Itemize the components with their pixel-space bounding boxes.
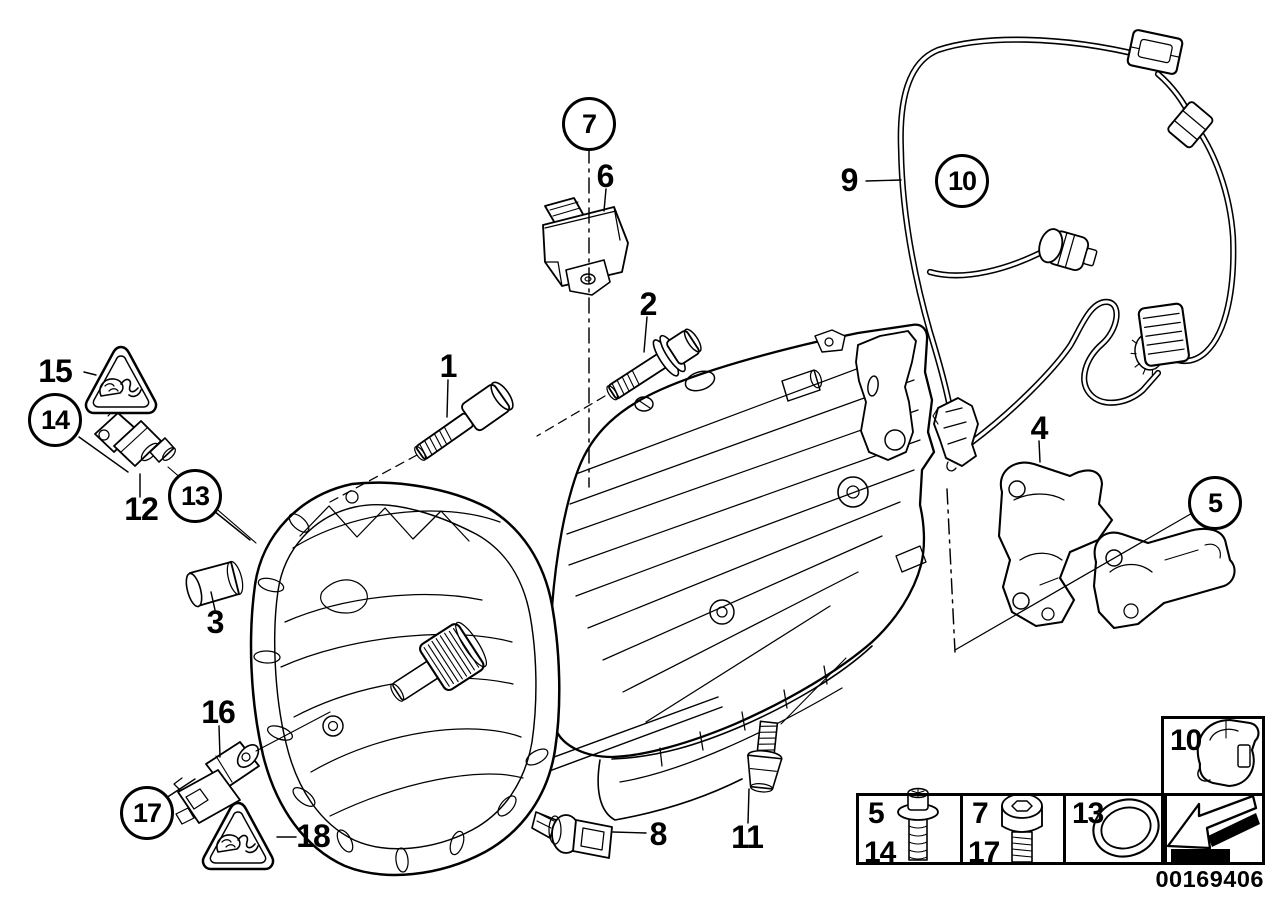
part-3-dowel-drawing	[185, 560, 244, 608]
legend-cell-oring-13[interactable]: 13	[1063, 793, 1167, 865]
warning-triangle-18-icon	[201, 801, 275, 871]
callout-label: 17	[132, 797, 162, 828]
harness-connector-top	[1126, 29, 1184, 75]
legend-box-clip[interactable]: 10	[1161, 716, 1265, 796]
callout-label: 15	[38, 353, 73, 389]
callout-2[interactable]: 2	[639, 286, 658, 322]
legend-cell-screws-7-17[interactable]: 7 17	[960, 793, 1066, 869]
callout-7[interactable]: 7	[562, 97, 616, 151]
callout-label: 10	[947, 165, 977, 196]
callout-label: 16	[201, 694, 236, 730]
harness-connector-bottom	[932, 397, 979, 472]
callout-12[interactable]: 12	[124, 491, 159, 527]
legend-label: 14	[864, 836, 896, 869]
wiring-harness-drawing	[897, 29, 1237, 472]
direction-arrow-icon	[1166, 794, 1260, 862]
callout-label: 6	[596, 158, 615, 194]
harness-connector-ribbed	[1130, 302, 1190, 376]
warning-triangle-15-icon	[84, 345, 158, 415]
part-8-temp-sensor-drawing	[531, 811, 613, 859]
part-1-bolt-drawing	[414, 381, 514, 461]
callout-6[interactable]: 6	[596, 158, 615, 194]
callout-18[interactable]: 18	[296, 818, 331, 854]
callout-17[interactable]: 17	[120, 786, 174, 840]
legend-label: 7	[972, 797, 989, 830]
part-4-bracket-drawing	[997, 461, 1114, 628]
legend-label: 5	[868, 797, 885, 830]
callout-label: 8	[649, 816, 668, 852]
callout-label: 7	[581, 108, 597, 139]
part-5-bracket-drawing	[1092, 527, 1236, 630]
o-ring-icon	[1092, 798, 1160, 858]
callout-label: 9	[840, 162, 859, 198]
callout-label: 4	[1030, 410, 1049, 446]
part-6-sensor-drawing	[542, 197, 629, 296]
callout-label: 1	[439, 348, 458, 384]
callout-5[interactable]: 5	[1188, 476, 1242, 530]
legend-label: 13	[1072, 797, 1104, 830]
part-12-speed-sensor-drawing	[94, 409, 176, 467]
callout-label: 14	[40, 404, 70, 435]
callout-label: 18	[296, 818, 331, 854]
part-2-bolt-drawing	[606, 328, 702, 401]
leader-lines	[78, 147, 1195, 838]
part-11-switch-drawing	[747, 720, 783, 793]
gear-case-drawing	[497, 323, 936, 821]
part-16-position-sensor-drawing	[173, 741, 260, 825]
legend-label: 17	[968, 836, 1000, 869]
callout-label: 2	[639, 286, 658, 322]
legend-cell-direction-arrow	[1161, 793, 1265, 865]
callout-4[interactable]: 4	[1030, 410, 1049, 446]
callout-16[interactable]: 16	[201, 694, 236, 730]
legend-cell-screws-5-14[interactable]: 5 14	[856, 793, 963, 869]
callout-label: 3	[206, 604, 225, 640]
callout-15[interactable]: 15	[38, 353, 73, 389]
socket-head-screw-icon	[1001, 793, 1043, 863]
callout-label: 12	[124, 491, 159, 527]
image-number: 00169406	[1155, 866, 1264, 892]
callout-9[interactable]: 9	[840, 162, 859, 198]
legend-label: 10	[1170, 724, 1202, 757]
input-shaft-drawing	[390, 621, 488, 702]
callout-8[interactable]: 8	[649, 816, 668, 852]
harness-connector-round	[1038, 228, 1098, 272]
callout-label: 13	[180, 480, 210, 511]
callout-3[interactable]: 3	[206, 604, 225, 640]
callout-13[interactable]: 13	[168, 469, 222, 523]
callout-10[interactable]: 10	[935, 154, 989, 208]
cable-clip-icon	[1196, 718, 1260, 788]
harness-sleeve	[1167, 101, 1214, 149]
callout-label: 11	[731, 819, 764, 855]
callout-14[interactable]: 14	[28, 393, 82, 447]
callout-1[interactable]: 1	[439, 348, 458, 384]
callout-11[interactable]: 11	[731, 819, 764, 855]
callout-label: 5	[1207, 487, 1223, 518]
